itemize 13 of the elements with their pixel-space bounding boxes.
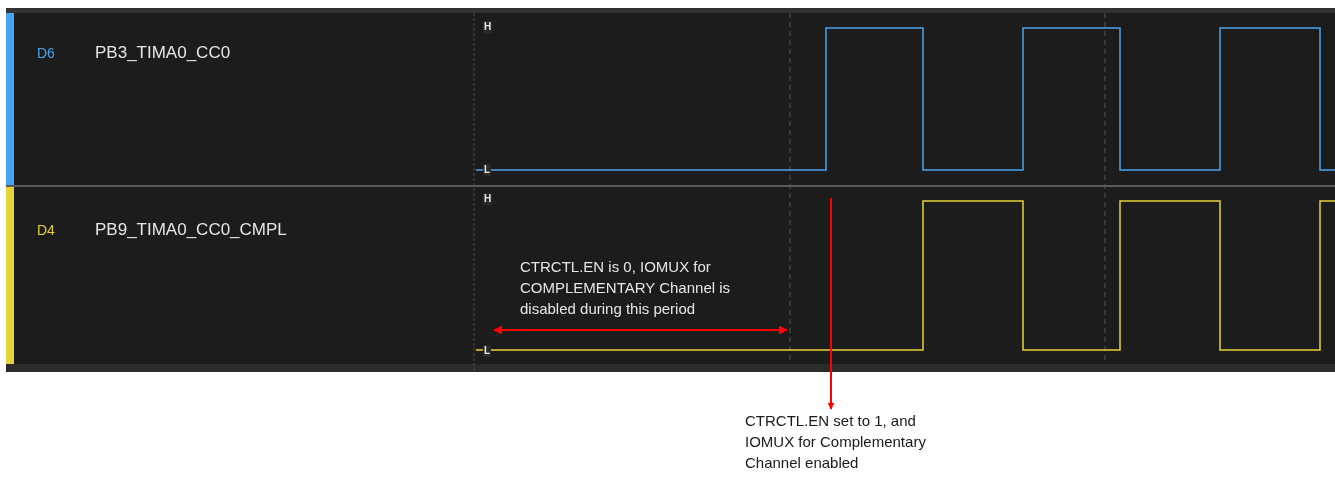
channel-row [6,185,1335,364]
channel-name: PB9_TIMA0_CC0_CMPL [95,220,287,240]
level-marker: L [483,345,492,357]
channel-id: D4 [37,222,55,238]
level-marker: H [483,21,493,33]
level-marker: L [483,164,492,176]
arrow [827,197,835,410]
level-marker: H [483,193,493,205]
channel-row [6,8,1335,185]
channel-name: PB3_TIMA0_CC0 [95,43,231,63]
annotation-text: CTRCTL.EN is 0, IOMUX for COMPLEMENTARY Channel is disabled during this period [520,257,732,319]
annotation-text: CTRCTL.EN set to 1, and IOMUX for Complementary Channel enabled [745,410,957,473]
channel-id: D6 [37,45,55,61]
